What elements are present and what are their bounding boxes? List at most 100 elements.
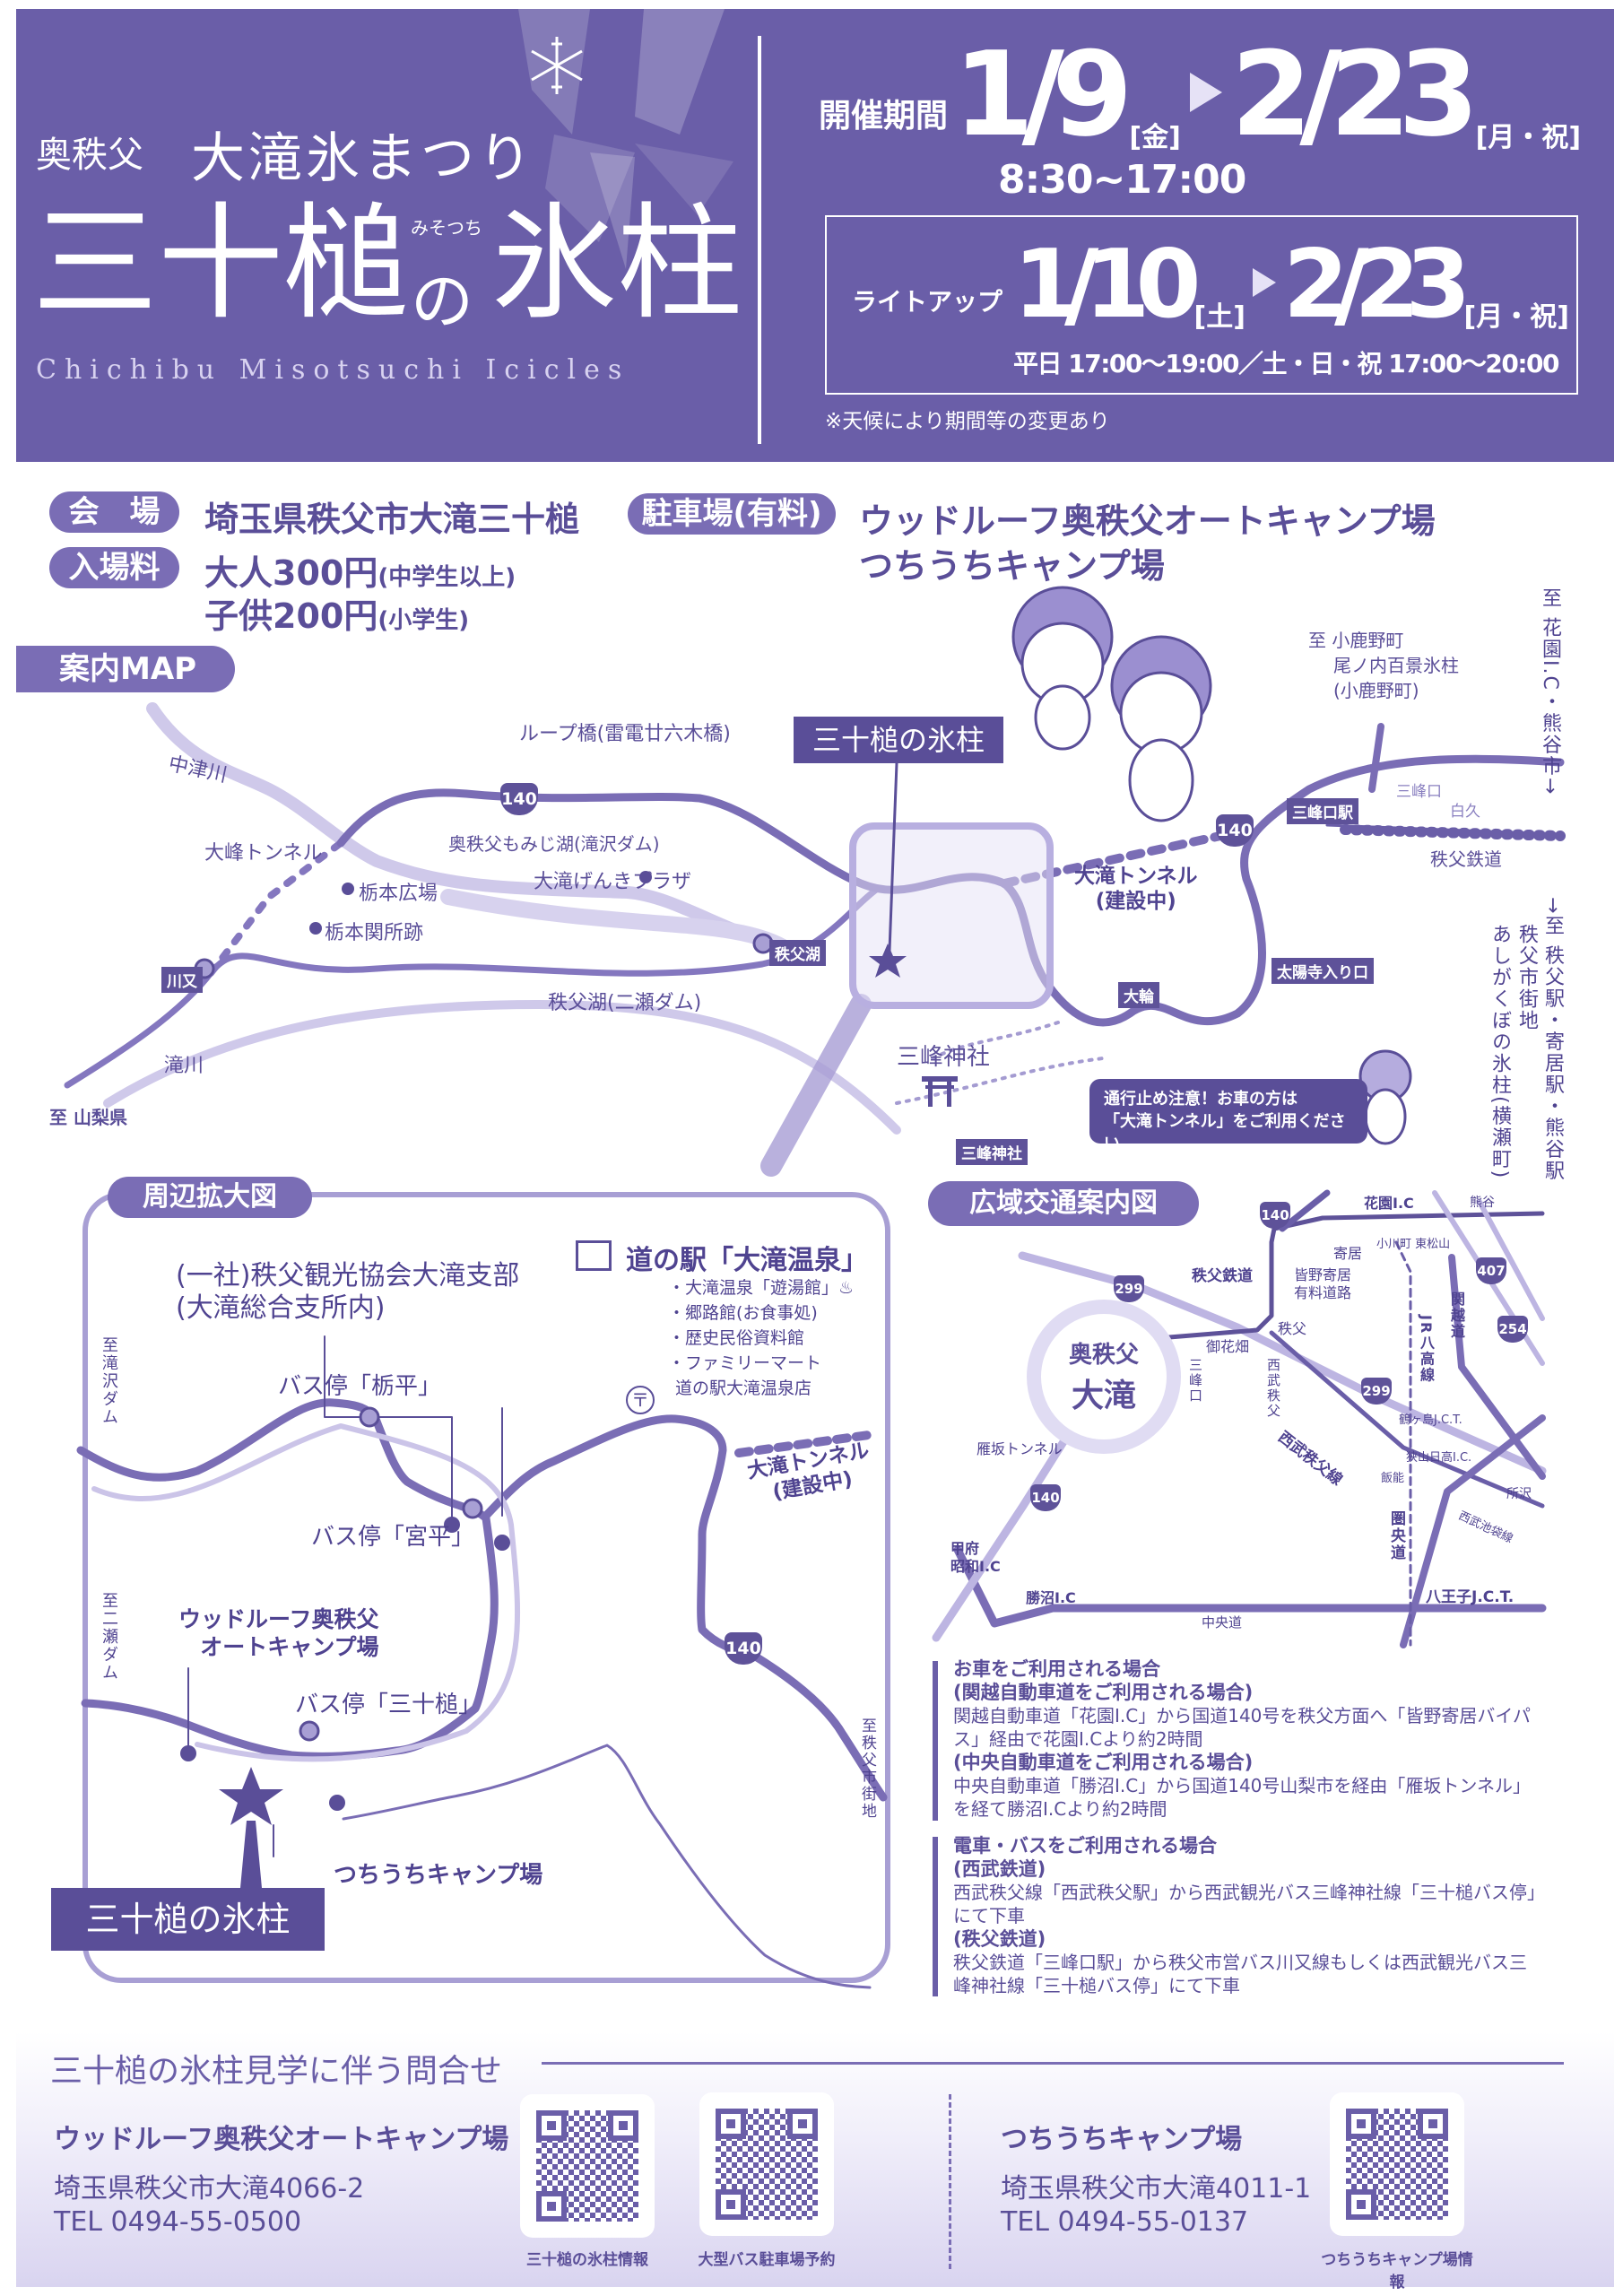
bus-stop-taiyoji: 太陽寺入り口	[1271, 958, 1374, 984]
divider	[542, 2062, 1564, 2065]
parking-1: ウッドルーフ奥秩父オートキャンプ場	[859, 501, 1436, 541]
arrow-icon	[1189, 72, 1222, 112]
road-closure-warning: 通行止め注意！お車の方は「大滝トンネル」をご利用ください	[1089, 1079, 1367, 1153]
label-chichibu-rail: 秩父鉄道	[1192, 1267, 1253, 1285]
label-ohanabatake: 御花畑	[1206, 1338, 1250, 1355]
qr-code-bus-parking[interactable]	[699, 2092, 834, 2236]
route-407-shield: 407	[1476, 1257, 1506, 1284]
lightup-label: ライトアップ	[852, 287, 1003, 317]
label-michinoeki: 道の駅「大滝温泉」	[626, 1245, 868, 1276]
bus-stop-kawamata: 川又	[161, 967, 203, 993]
map-graphics	[64, 586, 1566, 1989]
label-chuo: 中央道	[1202, 1614, 1243, 1631]
label-kanko-kyokai: (一社)秩父観光協会大滝支部(大滝総合支所内)	[176, 1260, 520, 1324]
route-299-shield: 299	[1361, 1378, 1392, 1405]
arrow-icon	[1252, 268, 1276, 297]
period-start: 1/9	[953, 26, 1133, 162]
label-karisaka: 雁坂トンネル	[976, 1440, 1063, 1457]
roadside-station-icon	[576, 1240, 612, 1271]
label-tsurugashima: 鶴ヶ島J.C.T.	[1399, 1413, 1462, 1427]
tsuchiuchi-name: つちうちキャンプ場	[1001, 2124, 1243, 2155]
label-taki-river: 滝川	[164, 1055, 204, 1077]
mascot-characters	[1011, 586, 1412, 1145]
lightup-end-day: [月・祝]	[1463, 301, 1569, 333]
label-ashigakubo: あしがくぼの氷柱(横瀬町)	[1488, 924, 1511, 1180]
label-jr-hachiko: JR八高線	[1418, 1315, 1435, 1384]
label-chichibu-railway: 秩父鉄道	[1430, 848, 1502, 870]
label-to-ogano: 至 小鹿野町尾ノ内百景氷柱(小鹿野町)	[1308, 630, 1459, 701]
bus-stop-tochidaira: バス停「栃平」	[278, 1373, 442, 1400]
parking-label: 駐車場(有料)	[628, 493, 836, 535]
contact-title: 三十槌の氷柱見学に伴う問合せ	[50, 2053, 503, 2090]
venue-value: 埼玉県秩父市大滝三十槌	[204, 500, 580, 539]
label-tochimoto-sekisho: 栃本関所跡	[325, 922, 424, 944]
title-main: 三十槌	[32, 191, 410, 337]
title-english: Chichibu Misotsuchi Icicles	[36, 354, 630, 386]
qr-code-icicle-info[interactable]	[520, 2094, 655, 2238]
bus-stop-owa: 大輪	[1118, 982, 1159, 1008]
period-start-day: [金]	[1129, 122, 1181, 153]
label-tsuchiuchi: つちうちキャンプ場	[334, 1862, 543, 1889]
label-kanetsu: 関越道	[1448, 1292, 1465, 1340]
woodroof-tel: TEL 0494-55-0500	[54, 2206, 302, 2238]
wide-map-tab: 広域交通案内図	[928, 1181, 1199, 1226]
label-otaki-tunnel: 大滝トンネル(建設中)	[1074, 865, 1198, 913]
snowflake-icon	[531, 37, 583, 94]
route-140-shield: 140	[500, 783, 538, 815]
michinoeki-facilities: ・大滝温泉「遊湯館」♨・郷路館(お食事処)・歴史民俗資料館・ファミリーマート道の…	[668, 1278, 855, 1398]
label-to-futase: 至二瀬ダム	[100, 1592, 118, 1682]
label-to-takizawa: 至滝沢ダム	[100, 1336, 118, 1426]
star-marker-icon	[869, 944, 907, 978]
label-sayama: 狭山日高I.C.	[1406, 1451, 1472, 1465]
lightup-hours: 平日 17:00～19:00／土・日・祝 17:00～20:00	[1013, 349, 1560, 378]
lightup-end: 2/23	[1282, 230, 1471, 339]
label-minano-yorii: 皆野寄居有料道路	[1294, 1266, 1352, 1301]
station-mitsuminekuchi: 三峰口駅	[1287, 798, 1358, 824]
label-tokorozawa: 所沢	[1506, 1487, 1532, 1501]
label-to-hanazono: 至 花園I.C・熊谷市→	[1539, 587, 1561, 796]
label-ogawa: 小川町 東松山	[1376, 1238, 1451, 1251]
tsuchiuchi-tel: TEL 0494-55-0137	[1001, 2206, 1249, 2238]
label-hanazono-ic: 花園I.C	[1364, 1195, 1414, 1212]
label-shiroku: 白久	[1450, 803, 1480, 821]
label-to-chichibu: →至 秩父駅・寄居駅・熊谷駅	[1541, 897, 1564, 1182]
route-140-shield: 140	[725, 1632, 762, 1665]
label-hanno: 飯能	[1381, 1472, 1405, 1485]
bus-stop-chichibu-lake: 秩父湖	[769, 940, 826, 966]
route-140-shield: 140	[1030, 1484, 1061, 1511]
otaki-center-label: 奥秩父大滝	[1068, 1342, 1139, 1414]
qr-caption-1: 三十槌の氷柱情報	[526, 2251, 648, 2269]
access-car: お車をご利用される場合(関越自動車道をご利用される場合) 関越自動車道「花園I.…	[953, 1658, 1531, 1820]
divider	[949, 2094, 951, 2269]
ice-crystal-decoration	[518, 9, 733, 269]
label-katsunuma: 勝沼I.C	[1026, 1589, 1076, 1606]
lightup-start-day: [土]	[1193, 301, 1245, 333]
divider	[758, 36, 761, 444]
label-hachioji: 八王子J.C.T.	[1426, 1588, 1515, 1606]
bus-stop-mitsumine: 三峰神社	[956, 1139, 1028, 1165]
section-bar	[933, 1837, 938, 1996]
period-hours: 8:30~17:00	[998, 157, 1246, 203]
detail-map-tab: 周辺拡大図	[108, 1177, 312, 1218]
label-mitsumine-shrine: 三峰神社	[897, 1044, 991, 1071]
tsuchiuchi-address: 埼玉県秩父市大滝4011-1	[1001, 2173, 1312, 2205]
weather-note: ※天候により期間等の変更あり	[825, 410, 1110, 433]
label-to-yamanashi: 至 山梨県	[49, 1107, 127, 1128]
label-loop-bridge: ループ橋(雷電廿六木橋)	[519, 723, 731, 745]
route-299-shield: 299	[1114, 1275, 1144, 1302]
label-momiji-lake: 奥秩父もみじ湖(滝沢ダム)	[448, 833, 660, 855]
otaki-highlight-circle	[1027, 1300, 1181, 1454]
label-mitsuminekuchi: 三峰口	[1187, 1358, 1203, 1404]
label-omine-tunnel: 大峰トンネル	[204, 842, 323, 865]
fee-adult: 大人300円(中学生以上)	[204, 553, 516, 593]
woodroof-name: ウッドルーフ奥秩父オートキャンプ場	[54, 2124, 509, 2155]
qr-code-tsuchiuchi[interactable]	[1330, 2092, 1464, 2236]
label-chichibu: 秩父	[1278, 1320, 1307, 1337]
label-tochimoto-hiroba: 栃本広場	[359, 883, 438, 905]
label-woodroof: ウッドルーフ奥秩父オートキャンプ場	[178, 1606, 379, 1660]
label-to-chichibu-city: 至秩父市街地	[858, 1718, 876, 1820]
qr-caption-2: 大型バス駐車場予約	[698, 2251, 836, 2269]
post-office-icon: 〒	[626, 1386, 655, 1414]
header-banner: 奥秩父 大滝氷まつり 三十槌 みそつち の 氷柱 Chichibu Misots…	[16, 9, 1614, 462]
bus-stop-miyadaira: バス停「宮平」	[311, 1524, 475, 1551]
